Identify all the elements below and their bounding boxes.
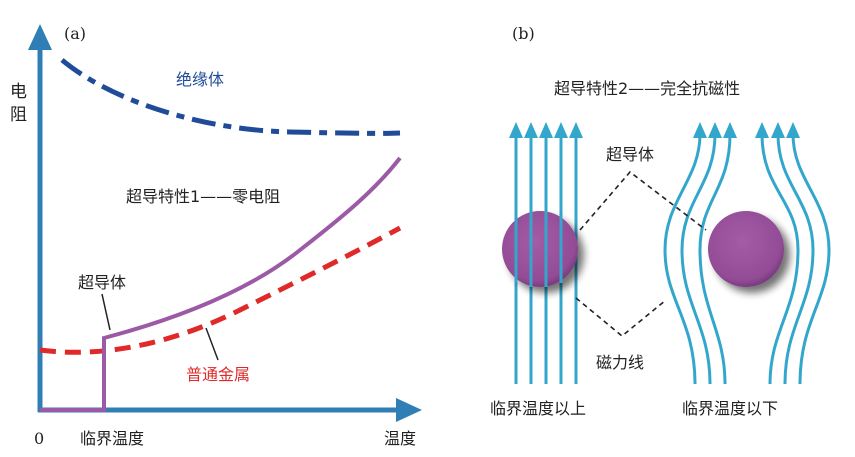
origin-label: 0 bbox=[34, 429, 44, 448]
panel-a-tag: (a) bbox=[64, 24, 86, 43]
insulator-label: 绝缘体 bbox=[176, 70, 224, 89]
field-lines-below-tc bbox=[663, 133, 831, 385]
superconductor-curve bbox=[40, 156, 402, 412]
superconductor-sphere-below-tc bbox=[708, 211, 784, 287]
superconductor-label-b: 超导体 bbox=[606, 145, 654, 164]
field-line-arrows-below-tc bbox=[693, 122, 800, 138]
field-lines-leader bbox=[575, 297, 667, 338]
critical-temp-label: 临界温度 bbox=[80, 429, 144, 448]
property-1-label: 超导特性1——零电阻 bbox=[126, 187, 280, 206]
superconductor-sphere-above-tc bbox=[502, 211, 578, 287]
panel-a: (a) 电阻 0 临界温度 温度 绝缘体 超导特性1——零电阻 普通金属 超导体 bbox=[6, 24, 422, 448]
x-axis-arrow bbox=[396, 398, 422, 422]
y-axis-arrow bbox=[28, 24, 52, 50]
field-lines-through-sphere bbox=[514, 211, 563, 287]
panel-b: (b) 超导特性2——完全抗磁性 bbox=[490, 24, 831, 418]
normal-metal-leader bbox=[205, 327, 219, 361]
above-tc-label: 临界温度以上 bbox=[490, 399, 586, 418]
insulator-curve bbox=[60, 58, 401, 136]
superconductor-label-a: 超导体 bbox=[78, 273, 126, 292]
y-axis-label: 电阻 bbox=[6, 82, 26, 128]
superconductor-leader-a bbox=[101, 293, 111, 331]
normal-metal-label: 普通金属 bbox=[186, 365, 250, 384]
axes bbox=[28, 24, 422, 422]
normal-metal-curve bbox=[39, 225, 402, 355]
field-lines-label: 磁力线 bbox=[596, 353, 644, 372]
x-axis-label: 温度 bbox=[384, 429, 416, 448]
below-tc-label: 临界温度以下 bbox=[682, 399, 778, 418]
superconductor-leader-b bbox=[579, 170, 707, 231]
panel-b-title: 超导特性2——完全抗磁性 bbox=[554, 79, 740, 98]
panel-b-tag: (b) bbox=[512, 24, 535, 43]
